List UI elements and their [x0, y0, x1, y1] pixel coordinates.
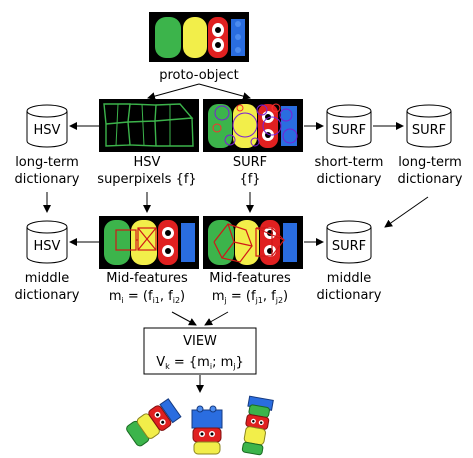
hsv-db-label: HSV — [34, 123, 61, 138]
arrow-long-term-to-middle-right — [384, 196, 429, 228]
middle-dictionary-left-line2: dictionary — [15, 288, 80, 303]
object-view-middle-image — [191, 405, 223, 455]
short-term-dictionary-line2: dictionary — [317, 172, 382, 187]
mid-features-i-line1: Mid-features — [106, 271, 188, 286]
mid-features-i-image — [99, 216, 199, 269]
arrow-proto-to-surf — [198, 83, 251, 101]
mid-features-j-image — [203, 216, 303, 269]
short-term-dictionary-line1: short-term — [315, 155, 384, 170]
surf-features-line2: {f} — [239, 172, 260, 187]
arrow-proto-to-hsv-superpixels — [147, 83, 200, 101]
long-term-dictionary-right-line2: dictionary — [398, 172, 463, 187]
middle-dictionary-right-line1: middle — [327, 271, 371, 286]
surf-database-middle-icon: SURF — [326, 220, 372, 264]
middle-dictionary-right-line2: dictionary — [317, 288, 382, 303]
surf-database-long-term-icon: SURF — [406, 104, 452, 148]
long-term-dictionary-left-line1: long-term — [15, 155, 79, 170]
mid-features-i-formula: mi = (fi1, fi2) — [109, 289, 185, 305]
arrow-mid-j-to-view — [204, 311, 229, 326]
mid-features-j-line1: Mid-features — [209, 271, 291, 286]
hsv-database-long-term-icon: HSV — [26, 104, 68, 148]
view-formula: Vk = {mi; mj} — [156, 355, 244, 371]
mid-features-j-formula: mj = (fj1, fj2) — [212, 289, 288, 305]
long-term-dictionary-right-line1: long-term — [398, 155, 462, 170]
surf-db-short-label: SURF — [332, 123, 366, 138]
surf-db-middle-label: SURF — [332, 239, 366, 254]
hsv-superpixels-line1: HSV — [134, 155, 161, 170]
object-view-right-image — [241, 395, 274, 456]
surf-database-short-term-icon: SURF — [326, 104, 372, 148]
hsv-db-middle-label: HSV — [34, 239, 61, 254]
long-term-dictionary-left-line2: dictionary — [15, 172, 80, 187]
object-view-left-image — [126, 398, 182, 447]
hsv-database-middle-icon: HSV — [26, 220, 68, 264]
hsv-superpixels-line2: superpixels {f} — [97, 172, 196, 187]
hsv-superpixels-image — [99, 99, 199, 152]
view-box: VIEW Vk = {mi; mj} — [143, 327, 257, 375]
view-title: VIEW — [183, 334, 217, 349]
surf-features-line1: SURF — [233, 155, 267, 170]
surf-db-long-label: SURF — [412, 123, 446, 138]
proto-object-image — [149, 12, 249, 62]
arrow-mid-i-to-view — [171, 311, 197, 326]
surf-features-image — [203, 99, 303, 152]
middle-dictionary-left-line1: middle — [25, 271, 69, 286]
proto-object-label: proto-object — [159, 68, 239, 83]
